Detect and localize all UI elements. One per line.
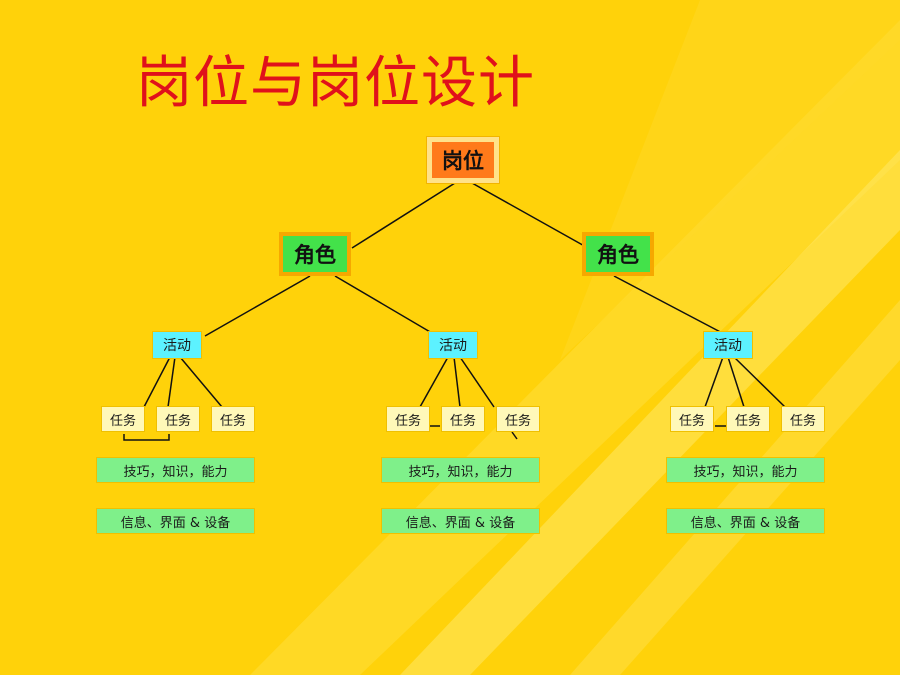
activity-label: 活动 [163, 338, 191, 354]
role-node-right: 角色 [582, 232, 654, 276]
task-label: 任务 [394, 413, 421, 429]
activity-node-3: 活动 [703, 331, 753, 359]
role-label: 角色 [294, 243, 336, 267]
skills-label: 技巧，知识，能力 [408, 464, 513, 480]
task-node: 任务 [441, 406, 485, 432]
role-node-left: 角色 [279, 232, 351, 276]
activity-node-1: 活动 [152, 331, 202, 359]
info-label: 信息、界面 & 设备 [690, 515, 801, 531]
info-node-1: 信息、界面 & 设备 [96, 508, 255, 534]
task-node: 任务 [386, 406, 430, 432]
task-node: 任务 [101, 406, 145, 432]
task-node: 任务 [670, 406, 714, 432]
task-node: 任务 [726, 406, 770, 432]
info-label: 信息、界面 & 设备 [120, 515, 231, 531]
info-node-2: 信息、界面 & 设备 [381, 508, 540, 534]
task-label: 任务 [449, 413, 476, 429]
skills-node-1: 技巧，知识，能力 [96, 457, 255, 483]
activity-label: 活动 [439, 338, 467, 354]
task-label: 任务 [164, 413, 191, 429]
task-node: 任务 [781, 406, 825, 432]
activity-node-2: 活动 [428, 331, 478, 359]
skills-node-3: 技巧，知识，能力 [666, 457, 825, 483]
skills-node-2: 技巧，知识，能力 [381, 457, 540, 483]
task-node: 任务 [156, 406, 200, 432]
info-label: 信息、界面 & 设备 [405, 515, 516, 531]
task-label: 任务 [734, 413, 761, 429]
task-node: 任务 [496, 406, 540, 432]
skills-label: 技巧，知识，能力 [123, 464, 228, 480]
post-label: 岗位 [442, 149, 484, 173]
task-label: 任务 [789, 413, 816, 429]
task-label: 任务 [504, 413, 531, 429]
activity-label: 活动 [714, 338, 742, 354]
info-node-3: 信息、界面 & 设备 [666, 508, 825, 534]
task-label: 任务 [678, 413, 705, 429]
task-label: 任务 [219, 413, 246, 429]
slide-title: 岗位与岗位设计 [136, 51, 535, 116]
role-label: 角色 [597, 243, 639, 267]
post-node: 岗位 [426, 136, 500, 184]
task-label: 任务 [109, 413, 136, 429]
task-node: 任务 [211, 406, 255, 432]
skills-label: 技巧，知识，能力 [693, 464, 798, 480]
